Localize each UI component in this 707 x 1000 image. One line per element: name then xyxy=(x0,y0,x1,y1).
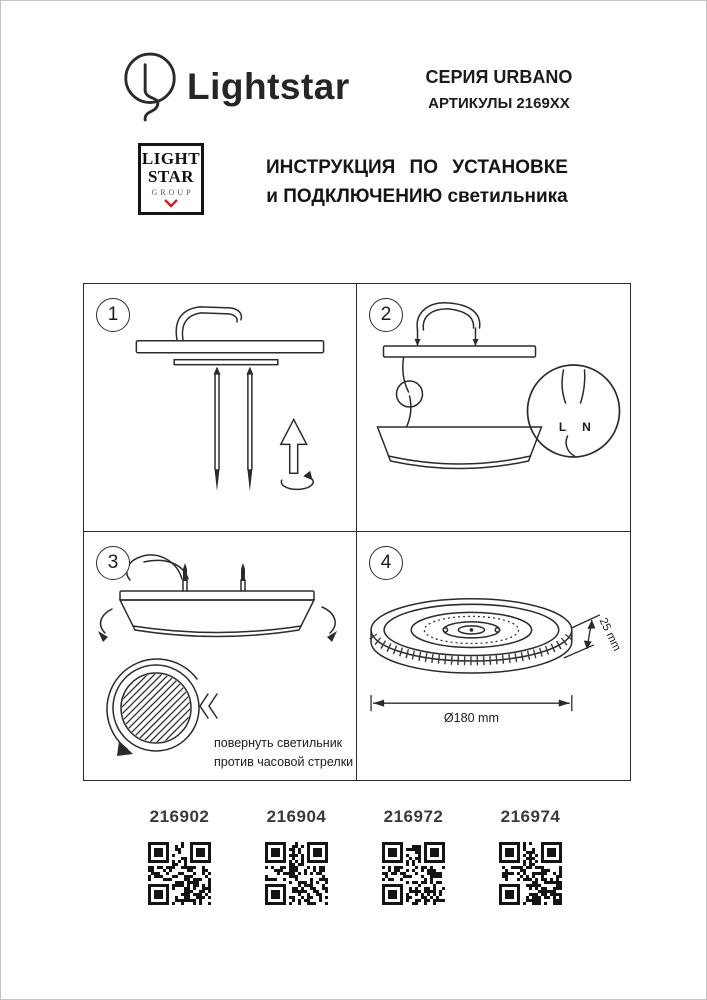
terminal-n-label: N xyxy=(582,420,591,434)
step-3-panel: 3 xyxy=(84,532,357,780)
step-3-number: 3 xyxy=(96,546,130,580)
step-2-diagram: L N xyxy=(376,302,621,470)
article-number: 216972 xyxy=(383,807,444,826)
steps-grid: 1 xyxy=(83,283,631,781)
product-216904: 216904 xyxy=(238,807,355,905)
step-1-diagram xyxy=(135,306,325,492)
step-3-note: повернуть светильник против часовой стре… xyxy=(214,734,364,773)
series-title: СЕРИЯ URBANO xyxy=(425,67,573,87)
step-4-number: 4 xyxy=(369,546,403,580)
step-3-note-line2: против часовой стрелки xyxy=(214,755,354,770)
step-2-number: 2 xyxy=(369,298,403,332)
dim-diameter-label: Ø180 mm xyxy=(444,711,499,725)
qr-code-216974 xyxy=(499,842,562,905)
article-number: 216904 xyxy=(266,807,327,826)
qr-code-216972 xyxy=(382,842,445,905)
product-216972: 216972 xyxy=(355,807,472,905)
article-number: 216902 xyxy=(149,807,210,826)
group-logo-line1: LIGHT xyxy=(141,149,201,169)
dim-height-label: 25 mm xyxy=(596,616,622,653)
series-block: СЕРИЯ URBANO АРТИКУЛЫ 2169XX xyxy=(389,67,609,112)
product-216974: 216974 xyxy=(472,807,589,905)
qr-code-216902 xyxy=(148,842,211,905)
products-row: 216902 216904 216972 216974 xyxy=(121,807,589,905)
brand-name: Lightstar xyxy=(187,66,350,107)
terminal-l-label: L xyxy=(559,420,566,434)
step-2-panel: 2 xyxy=(357,284,630,532)
step-3-diagram xyxy=(98,554,337,756)
step-3-note-line1: повернуть светильник xyxy=(214,736,343,750)
brand-logo: Lightstar xyxy=(119,49,350,125)
group-logo-line3: GROUP xyxy=(151,187,194,197)
group-logo-check-icon xyxy=(164,198,178,208)
group-logo-line2: STAR xyxy=(147,167,195,186)
qr-code-216904 xyxy=(265,842,328,905)
step-4-diagram: Ø180 mm 25 mm xyxy=(369,598,623,725)
step-4-panel: 4 xyxy=(357,532,630,780)
lightstar-group-logo: LIGHT STAR GROUP xyxy=(138,143,204,215)
title-line-2: и ПОДКЛЮЧЕНИЮ светильника xyxy=(266,186,568,207)
article-number: 216974 xyxy=(500,807,561,826)
series-articles: АРТИКУЛЫ 2169XX xyxy=(428,95,570,112)
lightstar-bulb-icon xyxy=(124,52,176,122)
step-1-panel: 1 xyxy=(84,284,357,532)
step-1-number: 1 xyxy=(96,298,130,332)
document-title: ИНСТРУКЦИЯ ПО УСТАНОВКЕ и ПОДКЛЮЧЕНИЮ св… xyxy=(241,157,593,208)
product-216902: 216902 xyxy=(121,807,238,905)
title-line-1: ИНСТРУКЦИЯ ПО УСТАНОВКЕ xyxy=(266,157,568,178)
